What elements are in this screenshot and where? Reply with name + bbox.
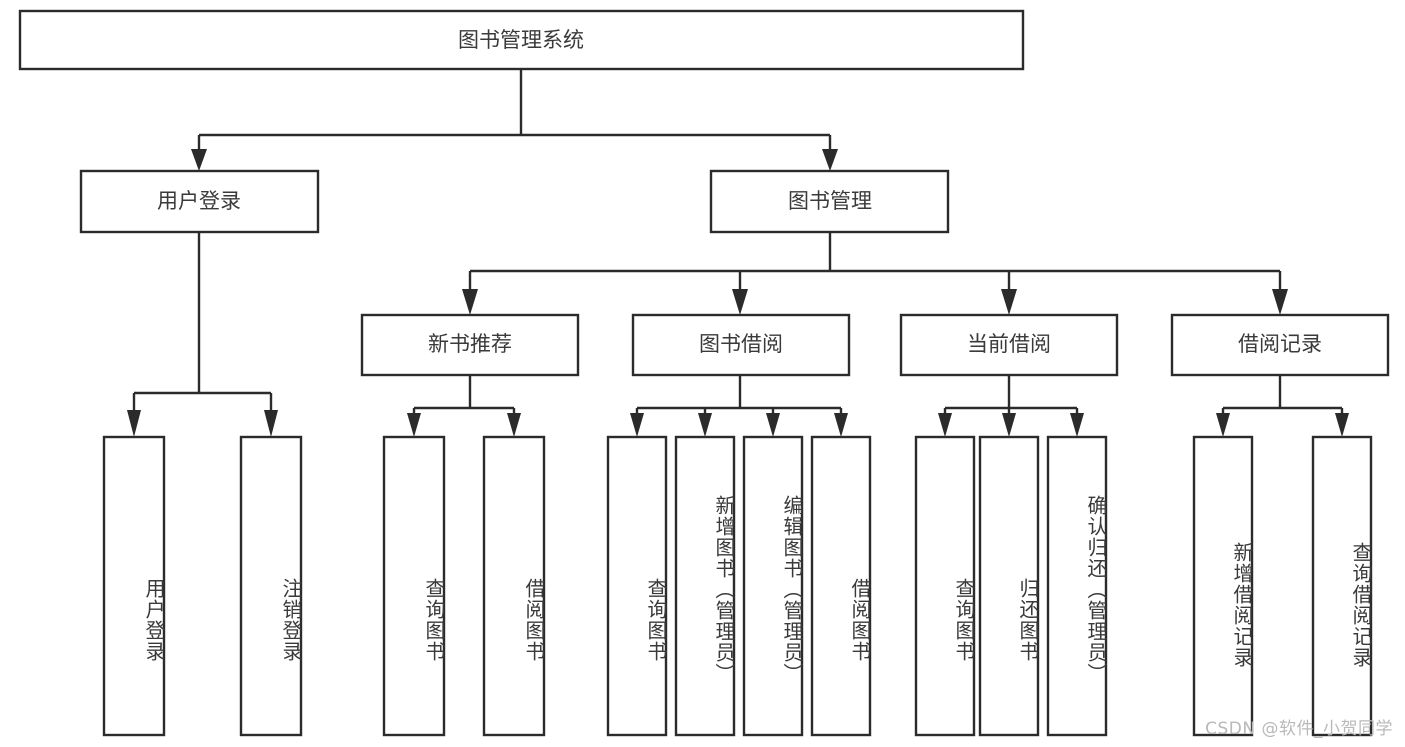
leaf-box-user-login-2[interactable] (239, 435, 303, 737)
arrow-head-leaf-book-borrow-2 (698, 413, 712, 437)
connector-group-borrow-record (1216, 375, 1349, 437)
leaf-box-new-book-2[interactable] (482, 435, 546, 737)
node-user-login[interactable]: 用户登录 (79, 169, 320, 234)
node-user-login-box[interactable] (79, 169, 320, 234)
node-book-management[interactable]: 图书管理 (709, 169, 950, 234)
node-current-borrow-box[interactable] (899, 313, 1119, 377)
arrow-head-borrow-record (1272, 289, 1288, 315)
leaf-box-current-borrow-2[interactable] (978, 435, 1040, 737)
arrow-head-leaf-new-book-2 (507, 413, 521, 437)
connector-group-book-borrow (630, 375, 848, 437)
node-root[interactable]: 图书管理系统 (18, 9, 1025, 71)
node-book-borrow[interactable]: 图书借阅 (631, 313, 851, 377)
leaf-box-book-borrow-2[interactable] (674, 435, 736, 737)
arrow-head-current-borrow (1001, 289, 1017, 315)
leaf-box-book-borrow-1[interactable] (606, 435, 668, 737)
node-book-borrow-box[interactable] (631, 313, 851, 377)
arrow-head-leaf-borrow-record-1 (1216, 413, 1230, 437)
connector-group-book-mgmt (462, 232, 1288, 315)
node-borrow-record-box[interactable] (1170, 313, 1390, 377)
arrow-head-book-mgmt (822, 149, 838, 171)
arrow-head-leaf-current-borrow-3 (1070, 413, 1084, 437)
node-book-management-box[interactable] (709, 169, 950, 234)
connector-group-user-login (127, 232, 278, 437)
connector-group-root (191, 69, 838, 171)
arrow-head-leaf-current-borrow-1 (938, 413, 952, 437)
arrow-head-leaf-book-borrow-4 (834, 413, 848, 437)
leaf-box-new-book-1[interactable] (382, 435, 446, 737)
arrow-head-leaf-current-borrow-2 (1002, 413, 1016, 437)
arrow-head-leaf-book-borrow-1 (630, 413, 644, 437)
arrow-head-leaf-new-book-1 (407, 413, 421, 437)
node-current-borrow[interactable]: 当前借阅 (899, 313, 1119, 377)
connector-group-current-borrow (938, 375, 1084, 437)
arrow-head-leaf-book-borrow-3 (766, 413, 780, 437)
node-borrow-record[interactable]: 借阅记录 (1170, 313, 1390, 377)
node-borrow-record-label: 借阅记录 (1238, 332, 1322, 356)
arrow-head-user-login (191, 149, 207, 171)
arrow-head-book-borrow (732, 289, 748, 315)
leaf-box-current-borrow-1[interactable] (914, 435, 976, 737)
node-new-book-recommend[interactable]: 新书推荐 (360, 313, 580, 377)
node-book-management-label: 图书管理 (788, 189, 872, 213)
node-current-borrow-label: 当前借阅 (967, 332, 1051, 356)
leaf-box-borrow-record-2[interactable] (1311, 435, 1373, 737)
arrow-head-new-book (462, 289, 478, 315)
leaf-box-book-borrow-3[interactable] (742, 435, 804, 737)
leaf-box-book-borrow-4[interactable] (810, 435, 872, 737)
watermark-text: CSDN @软件_小贺同学 (1205, 719, 1393, 739)
node-root-label: 图书管理系统 (458, 28, 584, 52)
node-new-book-recommend-box[interactable] (360, 313, 580, 377)
node-user-login-label: 用户登录 (157, 189, 241, 213)
arrow-head-leaf-borrow-record-2 (1335, 413, 1349, 437)
node-new-book-recommend-label: 新书推荐 (428, 332, 512, 356)
leaf-box-user-login-1[interactable] (102, 435, 166, 737)
node-root-box[interactable] (18, 9, 1025, 71)
connector-group-new-book (407, 375, 521, 437)
leaf-box-borrow-record-1[interactable] (1192, 435, 1254, 737)
arrow-head-leaf-user-login-1 (127, 410, 141, 437)
leaf-box-current-borrow-3[interactable] (1046, 435, 1108, 737)
arrow-head-leaf-user-login-2 (264, 410, 278, 437)
node-book-borrow-label: 图书借阅 (699, 332, 783, 356)
